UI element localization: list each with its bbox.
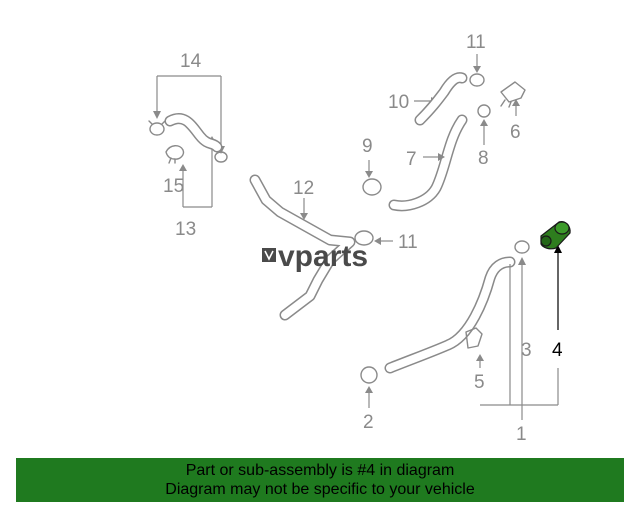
part-group-left-hose <box>148 75 228 208</box>
callout-11: 11 <box>398 232 418 253</box>
callout-14: 14 <box>180 51 202 72</box>
callout-10: 10 <box>388 92 409 113</box>
callout-4: 4 <box>552 340 563 361</box>
part-group-pipe <box>249 174 393 321</box>
callout-5: 5 <box>474 372 485 393</box>
callout-7: 7 <box>406 149 417 170</box>
callout-1: 1 <box>516 424 527 445</box>
callout-15: 15 <box>163 176 184 197</box>
callout-8: 8 <box>478 148 489 169</box>
callout-3: 3 <box>521 340 532 361</box>
info-banner: Part or sub-assembly is #4 in diagram Di… <box>16 458 624 502</box>
part-group-lower-hose <box>360 221 571 420</box>
callout-12: 12 <box>293 178 314 199</box>
callout-6: 6 <box>510 122 521 143</box>
part-group-upper-hose <box>414 54 526 126</box>
part-group-mid-hose <box>362 104 491 212</box>
info-banner-line-1: Part or sub-assembly is #4 in diagram <box>185 462 455 479</box>
highlighted-part-4[interactable] <box>540 221 571 250</box>
callout-9: 9 <box>362 136 373 157</box>
vparts-watermark: vparts <box>262 240 368 273</box>
callout-2: 2 <box>363 412 374 433</box>
watermark-text: vparts <box>278 240 368 273</box>
callout-13: 13 <box>175 219 196 240</box>
info-banner-line-2: Diagram may not be specific to your vehi… <box>165 481 475 498</box>
callout-11-top: 11 <box>466 32 486 53</box>
